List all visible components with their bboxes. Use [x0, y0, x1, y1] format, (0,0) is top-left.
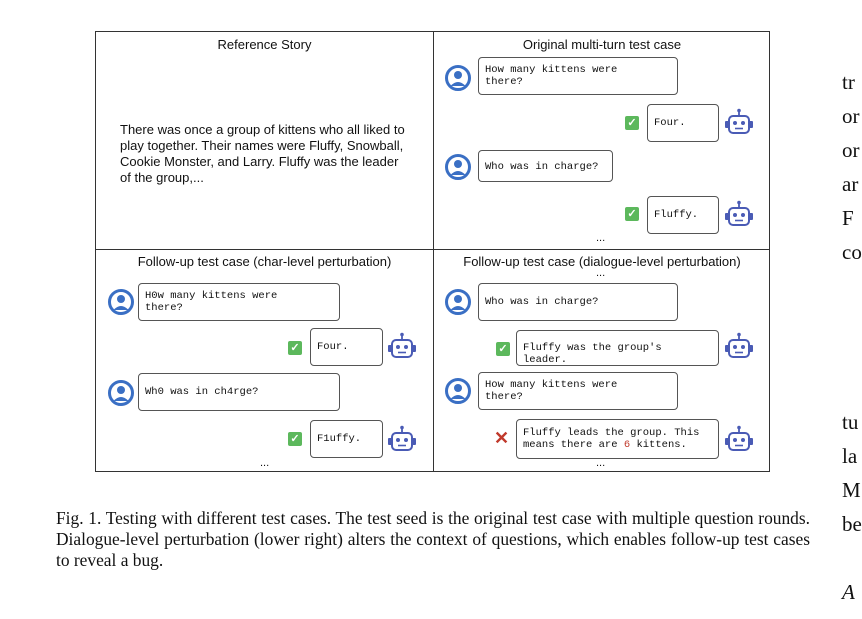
char-level-title: Follow-up test case (char-level perturba… [137, 254, 392, 269]
original-answer-2: Fluffy. [647, 196, 719, 234]
robot-icon [388, 425, 416, 451]
side-text-fragment: be [842, 512, 862, 536]
original-answer-1: Four. [647, 104, 719, 142]
dialogue-level-question-2: How many kittens were there? [478, 372, 678, 410]
user-avatar-icon [445, 154, 471, 180]
user-avatar-icon [445, 378, 471, 404]
robot-icon [388, 332, 416, 358]
side-text-fragment: co [842, 240, 862, 264]
answer-text: kittens. [630, 439, 687, 451]
original-question-2: Who was in charge? [478, 150, 613, 182]
ellipsis: ... [260, 457, 270, 469]
check-icon: ✓ [288, 432, 302, 446]
side-text-fragment: tr [842, 70, 855, 94]
side-text-fragment: or [842, 138, 860, 162]
ellipsis: ... [596, 457, 606, 469]
answer-text: Fluffy leads the group. This means there… [523, 427, 700, 451]
char-level-question-1: H0w many kittens were there? [138, 283, 340, 321]
reference-story-title: Reference Story [217, 37, 312, 52]
figure-frame: Reference Story There was once a group o… [95, 31, 770, 472]
ellipsis: ... [596, 267, 606, 279]
side-text-fragment: ar [842, 172, 859, 196]
divider-horizontal [96, 249, 769, 250]
dialogue-level-title: Follow-up test case (dialogue-level pert… [463, 254, 741, 269]
check-icon: ✓ [625, 116, 639, 130]
wrong-count: 6 [623, 439, 631, 451]
dialogue-level-question-1: Who was in charge? [478, 283, 678, 321]
ellipsis: ... [596, 232, 606, 244]
dialogue-level-answer-1: Fluffy was the group's leader. [516, 330, 719, 366]
check-icon: ✓ [496, 342, 510, 356]
side-text-fragment: M [842, 478, 861, 502]
char-level-question-2: Wh0 was in ch4rge? [138, 373, 340, 411]
reference-story-text: There was once a group of kittens who al… [120, 122, 405, 185]
user-avatar-icon [445, 289, 471, 315]
dialogue-level-answer-2: Fluffy leads the group. This means there… [516, 419, 719, 459]
check-icon: ✓ [288, 341, 302, 355]
side-text-fragment: tu [842, 410, 859, 434]
robot-icon [725, 425, 753, 451]
side-text-fragment: or [842, 104, 860, 128]
check-icon: ✓ [625, 207, 639, 221]
divider-vertical [433, 32, 434, 471]
side-text-fragment: la [842, 444, 858, 468]
cross-icon: ✕ [494, 428, 510, 448]
user-avatar-icon [108, 380, 134, 406]
robot-icon [725, 200, 753, 226]
side-text-fragment: F [842, 206, 854, 230]
robot-icon [725, 108, 753, 134]
side-text-fragment: A [842, 580, 855, 604]
char-level-answer-1: Four. [310, 328, 383, 366]
original-test-title: Original multi-turn test case [522, 37, 682, 52]
original-question-1: How many kittens were there? [478, 57, 678, 95]
char-level-answer-2: F1uffy. [310, 420, 383, 458]
robot-icon [725, 332, 753, 358]
user-avatar-icon [108, 289, 134, 315]
user-avatar-icon [445, 65, 471, 91]
figure-caption: Fig. 1. Testing with different test case… [56, 508, 810, 570]
